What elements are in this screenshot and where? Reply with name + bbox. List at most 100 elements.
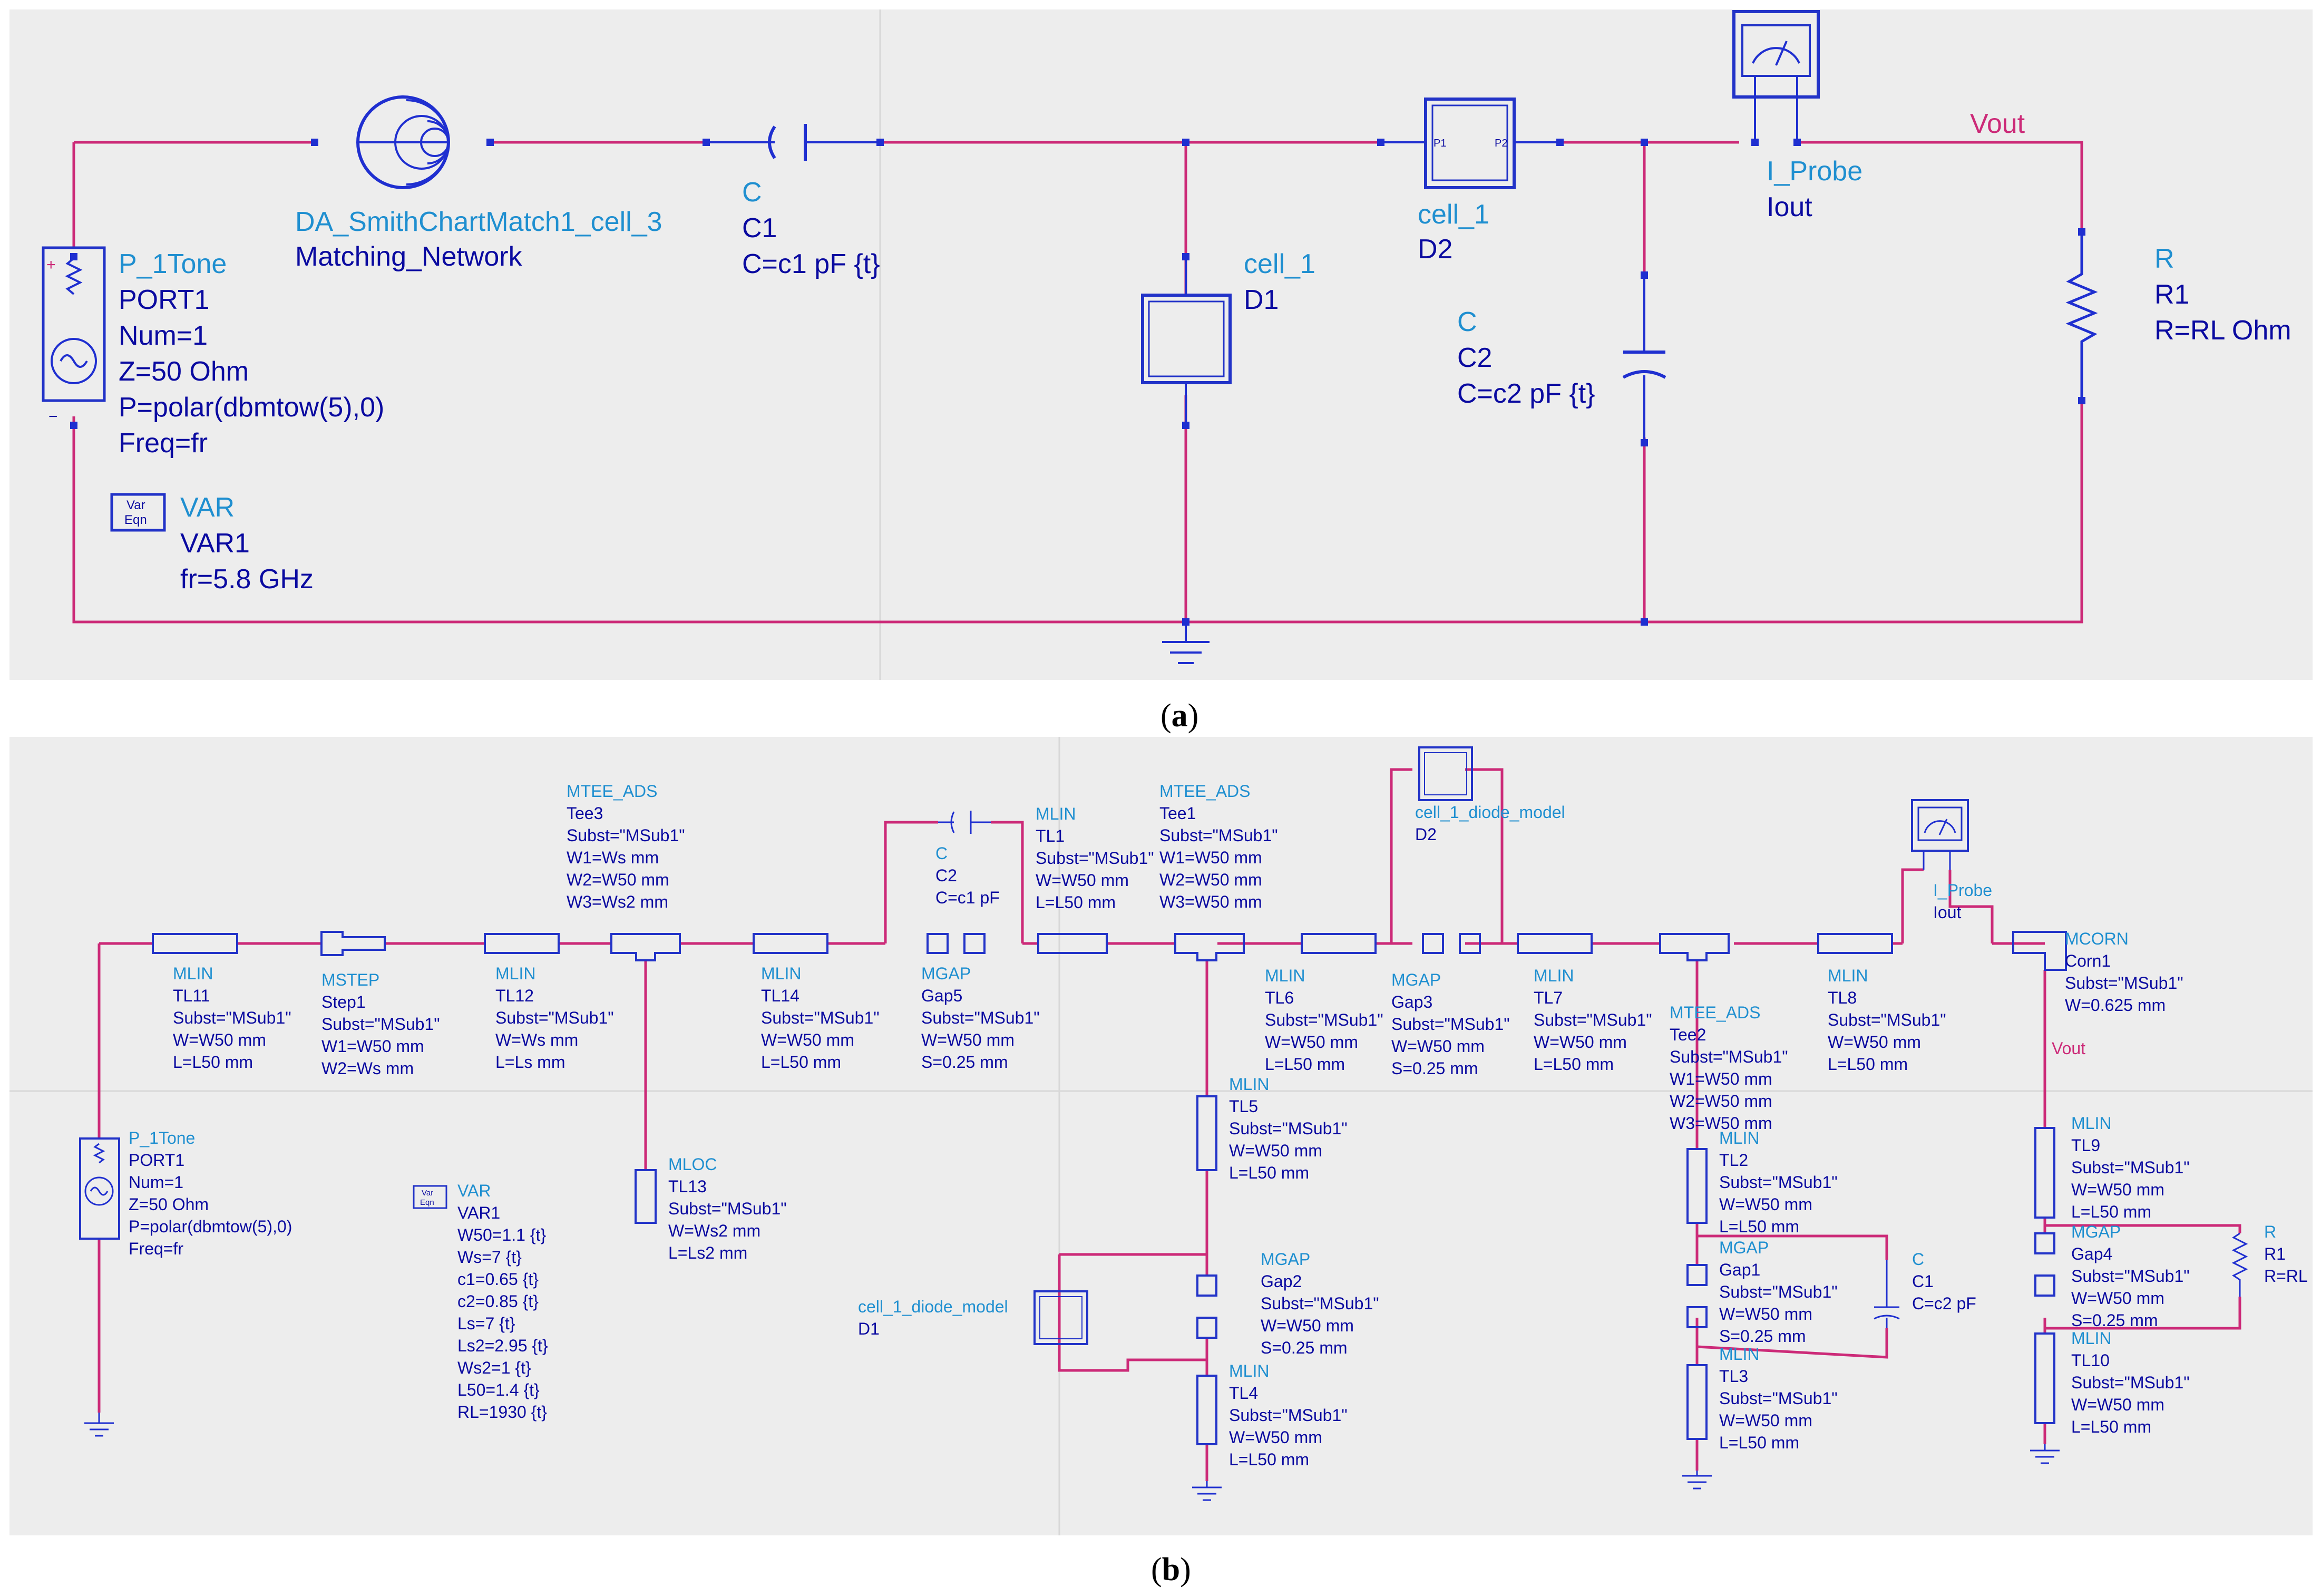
- tl10-label-2: Subst="MSub1": [2071, 1373, 2190, 1392]
- var-label-4: c1=0.65 {t}: [457, 1270, 539, 1289]
- d2-label-1: D2: [1415, 825, 1437, 844]
- panel-a-canvas: [9, 9, 2313, 680]
- var-name-label: VAR: [180, 492, 235, 523]
- tl12-label-4: L=Ls mm: [495, 1053, 565, 1072]
- capacitor-c1-symbol: [1874, 1260, 1900, 1328]
- tl6-label-3: W=W50 mm: [1265, 1033, 1358, 1052]
- tee1-label-3: W1=W50 mm: [1159, 848, 1262, 867]
- tl6-label-0: MLIN: [1265, 966, 1305, 985]
- var-icon-top: Var: [422, 1189, 433, 1198]
- tee2-label-5: W3=W50 mm: [1670, 1114, 1772, 1133]
- tl5-label-0: MLIN: [1229, 1075, 1269, 1094]
- c2-instance-label: C2: [1457, 343, 1492, 373]
- c2-label-1: C2: [935, 866, 957, 885]
- r1-name-label: R: [2154, 244, 2174, 274]
- var-label-10: RL=1930 {t}: [457, 1403, 547, 1422]
- c2-bypass-wire: [884, 821, 1024, 943]
- c1-shunt-wire: [1696, 1234, 1888, 1359]
- panel-a-caption: (a): [1160, 698, 1198, 734]
- var-eqn-icon: [110, 493, 166, 532]
- tee3-label-0: MTEE_ADS: [567, 782, 657, 801]
- port-label-3: Z=50 Ohm: [129, 1195, 209, 1214]
- tl7-label-2: Subst="MSub1": [1534, 1010, 1652, 1029]
- capacitor-c2-symbol: [938, 811, 991, 834]
- gap1-label-4: S=0.25 mm: [1719, 1327, 1806, 1346]
- d2-bypass-wire: [1390, 768, 1504, 943]
- tl3-label-4: L=L50 mm: [1719, 1433, 1799, 1452]
- tee1-label-1: Tee1: [1159, 804, 1196, 823]
- r1-instance-label: R1: [2154, 279, 2189, 310]
- current-probe-symbol: [1911, 799, 1969, 870]
- tl7-label-3: W=W50 mm: [1534, 1033, 1627, 1052]
- port-power-label: P=polar(dbmtow(5),0): [119, 392, 384, 423]
- power-source-symbol: [79, 1137, 120, 1240]
- d2-label-0: cell_1_diode_model: [1415, 803, 1565, 822]
- tl7-label-1: TL7: [1534, 988, 1563, 1007]
- tee1-label-0: MTEE_ADS: [1159, 782, 1250, 801]
- ground-symbol: [1162, 622, 1210, 664]
- corn1-label-2: Subst="MSub1": [2065, 974, 2183, 992]
- var-expression-label: fr=5.8 GHz: [180, 564, 314, 595]
- tl11-symbol: [152, 933, 238, 954]
- tl12-label-1: TL12: [495, 986, 534, 1005]
- panel-b-components: [152, 931, 2055, 1445]
- tl3-symbol: [1686, 1364, 1708, 1440]
- tl10-label-0: MLIN: [2071, 1329, 2111, 1348]
- panel-a: + − P_1Tone PORT1 Num=1 Z=50 Ohm P=polar…: [9, 9, 2313, 734]
- port-label-5: Freq=fr: [129, 1239, 183, 1258]
- tl5-label-1: TL5: [1229, 1097, 1258, 1116]
- tl2-label-2: Subst="MSub1": [1719, 1173, 1838, 1192]
- corn1-label-3: W=0.625 mm: [2065, 996, 2166, 1015]
- d1-instance-label: D1: [1244, 285, 1279, 315]
- tl11-label-2: Subst="MSub1": [173, 1008, 291, 1027]
- c2-value-label: C=c2 pF {t}: [1457, 378, 1595, 409]
- tl2-label-0: MLIN: [1719, 1128, 1759, 1147]
- tee3-symbol: [610, 933, 681, 961]
- tee2-symbol: [1659, 933, 1730, 961]
- var-label-2: W50=1.1 {t}: [457, 1225, 546, 1244]
- circuit-wire: [72, 141, 2083, 624]
- tee1-label-2: Subst="MSub1": [1159, 826, 1278, 845]
- gap5-label-3: W=W50 mm: [921, 1030, 1015, 1049]
- var-label-7: Ls2=2.95 {t}: [457, 1336, 548, 1355]
- d1-wire: [1058, 1253, 1207, 1372]
- d2-pin1-label: P1: [1433, 138, 1446, 149]
- tee2-label-4: W2=W50 mm: [1670, 1092, 1772, 1111]
- c2-name-label: C: [1457, 307, 1477, 337]
- tl13-label-4: L=Ls2 mm: [668, 1243, 747, 1262]
- gap3-label-0: MGAP: [1391, 970, 1441, 989]
- var-label-9: L50=1.4 {t}: [457, 1380, 540, 1399]
- tl2-symbol: [1686, 1148, 1708, 1224]
- c2-label-2: C=c1 pF: [935, 888, 1000, 907]
- tee1-label-5: W3=W50 mm: [1159, 892, 1262, 911]
- diode-d1-symbol: [1033, 1290, 1088, 1345]
- tl8-label-4: L=L50 mm: [1828, 1055, 1908, 1074]
- r1-label-0: R: [2264, 1222, 2276, 1241]
- tl5-label-4: L=L50 mm: [1229, 1163, 1309, 1182]
- tl12-symbol: [484, 933, 560, 954]
- d2-instance-label: D2: [1418, 234, 1452, 265]
- gap3-label-1: Gap3: [1391, 992, 1432, 1011]
- tl12-label-0: MLIN: [495, 964, 535, 983]
- step1-label-3: W1=W50 mm: [321, 1037, 424, 1056]
- c1-name-label: C: [742, 177, 762, 208]
- diode-d2-symbol: [1377, 98, 1564, 189]
- svg-text:+: +: [46, 256, 56, 274]
- var-label-3: Ws=7 {t}: [457, 1248, 522, 1267]
- port-freq-label: Freq=fr: [119, 428, 208, 459]
- var-label-6: Ls=7 {t}: [457, 1314, 515, 1333]
- gap4-symbol: [2034, 1232, 2055, 1254]
- tl14-label-4: L=L50 mm: [761, 1053, 841, 1072]
- corn1-label-0: MCORN: [2065, 929, 2129, 948]
- tl10-label-1: TL10: [2071, 1351, 2110, 1370]
- gap1-label-0: MGAP: [1719, 1238, 1769, 1257]
- tl3-label-3: W=W50 mm: [1719, 1411, 1812, 1430]
- tl7-label-0: MLIN: [1534, 966, 1574, 985]
- tl10-symbol: [2034, 1332, 2055, 1424]
- d2-name-label: cell_1: [1418, 199, 1489, 230]
- tl1-label-1: TL1: [1036, 826, 1065, 845]
- current-probe-symbol: [1732, 10, 1820, 146]
- port-name-label: P_1Tone: [119, 249, 227, 279]
- tl13-label-0: MLOC: [668, 1155, 717, 1174]
- d1-label-0: cell_1_diode_model: [858, 1297, 1008, 1316]
